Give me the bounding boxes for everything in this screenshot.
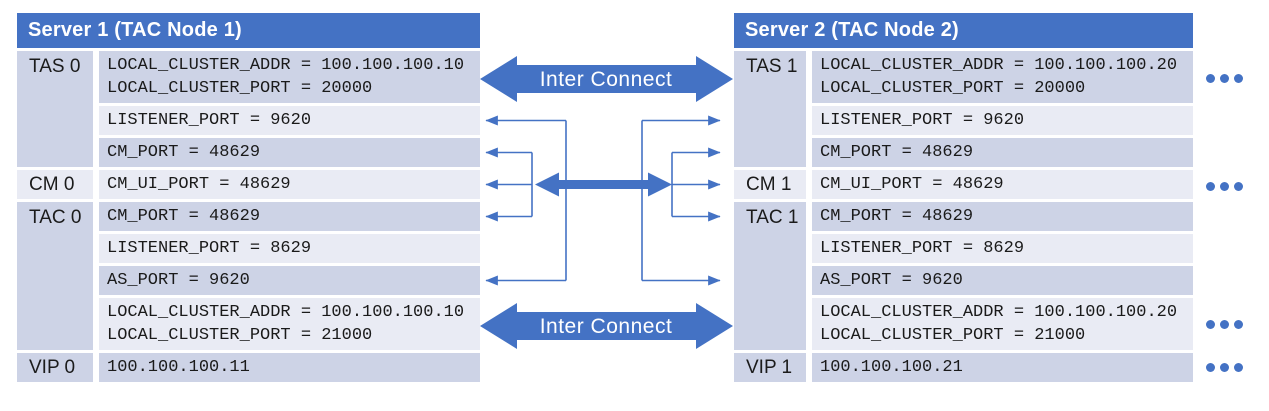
config-line: LOCAL_CLUSTER_PORT = 21000	[107, 326, 373, 345]
cm-link-double-arrow	[535, 172, 672, 197]
interconnect-arrow-bottom: Inter Connect	[480, 303, 733, 349]
dot	[1220, 320, 1229, 329]
server1-tac-listener-port: LISTENER_PORT = 8629	[99, 234, 480, 263]
server2-label-cm1: CM 1	[734, 170, 806, 199]
dot	[1206, 74, 1215, 83]
server2-label-tac1: TAC 1	[734, 202, 806, 350]
server1-header: Server 1 (TAC Node 1)	[17, 13, 480, 48]
config-line: CM_PORT = 48629	[820, 143, 974, 162]
config-line: CM_UI_PORT = 48629	[107, 175, 291, 194]
config-line: AS_PORT = 9620	[107, 271, 250, 290]
server1-tac-cm-port: CM_PORT = 48629	[99, 202, 480, 231]
dot	[1234, 74, 1243, 83]
server1-tac-cluster-config: LOCAL_CLUSTER_ADDR = 100.100.100.10 LOCA…	[99, 298, 480, 350]
config-line: LISTENER_PORT = 9620	[107, 111, 312, 130]
more-dots-icon	[1206, 74, 1243, 83]
server1-vip-address: 100.100.100.11	[99, 353, 480, 382]
server1-label-cm0: CM 0	[17, 170, 93, 199]
double-arrow-shape	[480, 303, 733, 349]
server1-tas-cluster-config: LOCAL_CLUSTER_ADDR = 100.100.100.10 LOCA…	[99, 51, 480, 103]
server2-label-vip1: VIP 1	[734, 353, 806, 382]
server1-label-vip0: VIP 0	[17, 353, 93, 382]
server2-tac-as-port: AS_PORT = 9620	[812, 266, 1193, 295]
config-line: LISTENER_PORT = 9620	[820, 111, 1025, 130]
config-line: CM_PORT = 48629	[107, 143, 261, 162]
config-line: CM_PORT = 48629	[107, 207, 261, 226]
server2-table: Server 2 (TAC Node 2) TAS 1 LOCAL_CLUSTE…	[734, 13, 1193, 382]
interconnect-top-label: Inter Connect	[540, 68, 673, 91]
more-dots-icon	[1206, 182, 1243, 191]
config-line: 100.100.100.11	[107, 358, 250, 377]
server2-tac-listener-port: LISTENER_PORT = 8629	[812, 234, 1193, 263]
config-line: LOCAL_CLUSTER_PORT = 21000	[820, 326, 1086, 345]
config-line: LOCAL_CLUSTER_ADDR = 100.100.100.10	[107, 56, 465, 75]
port-connector-lines	[485, 115, 721, 286]
server2-tac-cm-port: CM_PORT = 48629	[812, 202, 1193, 231]
server1-label-tas0: TAS 0	[17, 51, 93, 167]
double-arrow-shape	[480, 56, 733, 102]
dot	[1220, 363, 1229, 372]
interconnect-bottom-label: Inter Connect	[540, 315, 673, 338]
config-line: AS_PORT = 9620	[820, 271, 963, 290]
server2-vip-address: 100.100.100.21	[812, 353, 1193, 382]
config-line: CM_UI_PORT = 48629	[820, 175, 1004, 194]
dot	[1206, 320, 1215, 329]
server1-table: Server 1 (TAC Node 1) TAS 0 LOCAL_CLUSTE…	[17, 13, 480, 382]
dot	[1234, 182, 1243, 191]
config-line: LOCAL_CLUSTER_ADDR = 100.100.100.20	[820, 56, 1178, 75]
config-line: LOCAL_CLUSTER_ADDR = 100.100.100.20	[820, 303, 1178, 322]
config-line: LOCAL_CLUSTER_ADDR = 100.100.100.10	[107, 303, 465, 322]
config-line: LISTENER_PORT = 8629	[820, 239, 1025, 258]
dot	[1220, 74, 1229, 83]
dot	[1234, 320, 1243, 329]
server2-tac-cluster-config: LOCAL_CLUSTER_ADDR = 100.100.100.20 LOCA…	[812, 298, 1193, 350]
config-line: CM_PORT = 48629	[820, 207, 974, 226]
server1-cm-ui-port: CM_UI_PORT = 48629	[99, 170, 480, 199]
server1-tas-listener-port: LISTENER_PORT = 9620	[99, 106, 480, 135]
config-line: LOCAL_CLUSTER_PORT = 20000	[107, 79, 373, 98]
server2-cm-ui-port: CM_UI_PORT = 48629	[812, 170, 1193, 199]
server1-tas-cm-port: CM_PORT = 48629	[99, 138, 480, 167]
dot	[1234, 363, 1243, 372]
server2-tas-cluster-config: LOCAL_CLUSTER_ADDR = 100.100.100.20 LOCA…	[812, 51, 1193, 103]
dot	[1206, 182, 1215, 191]
server2-tas-cm-port: CM_PORT = 48629	[812, 138, 1193, 167]
server2-tas-listener-port: LISTENER_PORT = 9620	[812, 106, 1193, 135]
server2-header: Server 2 (TAC Node 2)	[734, 13, 1193, 48]
server1-label-tac0: TAC 0	[17, 202, 93, 350]
more-dots-icon	[1206, 320, 1243, 329]
interconnect-arrow-top: Inter Connect	[480, 56, 733, 102]
dot	[1206, 363, 1215, 372]
more-dots-icon	[1206, 363, 1243, 372]
dot	[1220, 182, 1229, 191]
config-line: LISTENER_PORT = 8629	[107, 239, 312, 258]
config-line: LOCAL_CLUSTER_PORT = 20000	[820, 79, 1086, 98]
config-line: 100.100.100.21	[820, 358, 963, 377]
server2-label-tas1: TAS 1	[734, 51, 806, 167]
server1-tac-as-port: AS_PORT = 9620	[99, 266, 480, 295]
